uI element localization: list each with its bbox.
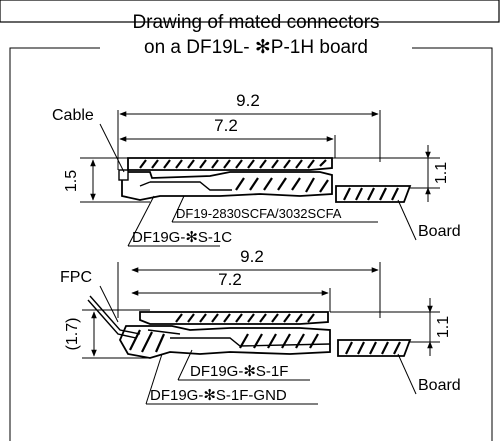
label-df19g-1f: DF19G-✻S-1F xyxy=(190,363,288,380)
bottom-connector-upper xyxy=(139,311,329,325)
label-board-top: Board xyxy=(418,223,461,240)
dim-1-1-top-label: 1.1 xyxy=(433,162,450,184)
dim-7-2-top-label: 7.2 xyxy=(214,116,238,135)
dim-9-2-top-label: 9.2 xyxy=(236,91,260,110)
frame-left-edge xyxy=(9,47,100,441)
dim-1-5-label: 1.5 xyxy=(63,170,80,192)
top-connector-hatch-mid xyxy=(235,177,329,193)
dim-1-1-bottom-label: 1.1 xyxy=(435,316,452,338)
title-line-2: on a DF19L- ✻P-1H board xyxy=(144,37,368,58)
label-board-bottom: Board xyxy=(418,377,461,394)
dim-7-2-bottom-label: 7.2 xyxy=(218,270,242,289)
label-df19-2830: DF19-2830SCFA/3032SCFA xyxy=(176,206,342,221)
title-line-1: Drawing of mated connectors xyxy=(132,12,379,33)
bottom-board-hatch xyxy=(345,341,401,355)
label-df19g-1c: DF19G-✻S-1C xyxy=(132,229,232,246)
frame-right-edge xyxy=(412,47,493,441)
label-fpc: FPC xyxy=(60,269,92,286)
top-view: 9.2 7.2 1.5 1.1 xyxy=(52,91,461,247)
top-board xyxy=(335,185,412,203)
top-board-hatch xyxy=(343,187,399,201)
dim-9-2-bottom-label: 9.2 xyxy=(240,247,264,266)
fpc xyxy=(89,295,141,335)
label-cable: Cable xyxy=(52,107,94,124)
top-connector-upper xyxy=(127,157,333,171)
bottom-view: 9.2 7.2 (1.7) 1.1 xyxy=(60,247,461,405)
dim-1-7-label: (1.7) xyxy=(64,318,81,351)
frame-top-box xyxy=(0,0,500,23)
top-connector-hatch-upper xyxy=(139,159,327,169)
bottom-connector-hatch-upper xyxy=(175,313,315,323)
label-df19g-1f-gnd: DF19G-✻S-1F-GND xyxy=(150,387,287,404)
bottom-connector-middle xyxy=(118,325,331,359)
top-connector-middle xyxy=(121,171,333,201)
